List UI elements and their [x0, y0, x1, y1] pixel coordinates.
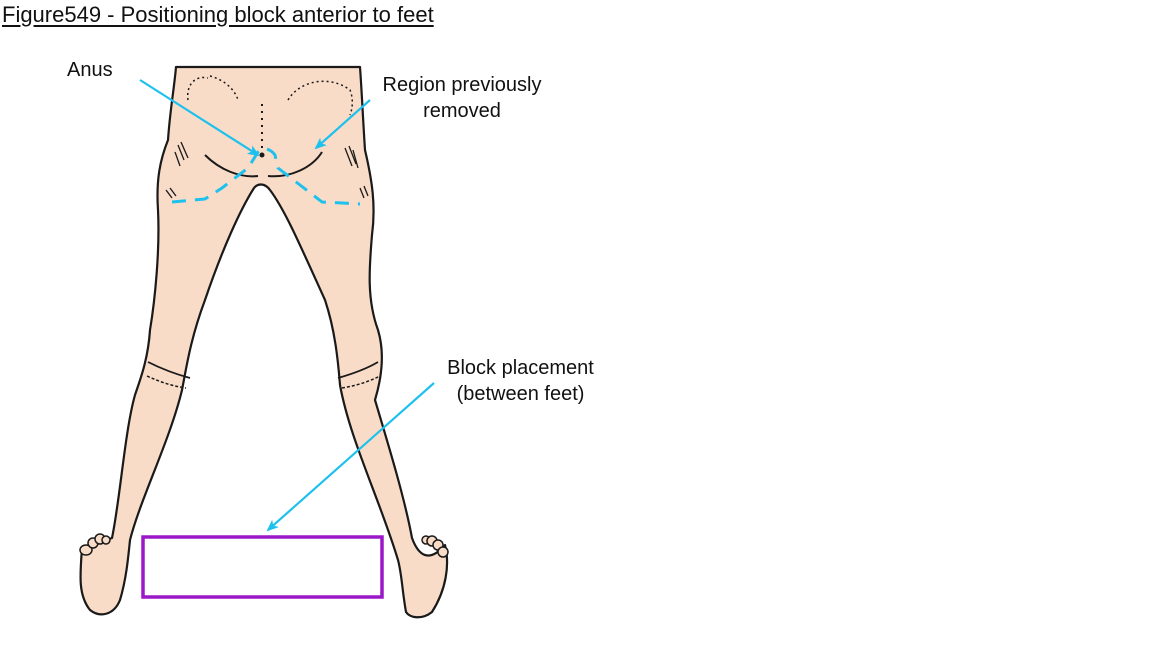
- anus-label-text: Anus: [67, 59, 113, 81]
- block-placement-label: Block placement (between feet): [434, 355, 607, 407]
- figure-title: Figure549 - Positioning block anterior t…: [2, 2, 434, 27]
- knee-crease-left-lower: [146, 375, 187, 389]
- knee-crease-left: [147, 361, 191, 379]
- region-label-line1: Region previously: [382, 74, 542, 96]
- gluteal-fold-right: [267, 151, 323, 178]
- toes-left: [79, 533, 111, 556]
- body-illustration: [79, 65, 449, 619]
- anus-arrow: [139, 79, 260, 157]
- knee-crease-right-lower: [341, 375, 381, 389]
- body-silhouette: [79, 65, 449, 619]
- anus-dot: [259, 152, 265, 158]
- buttock-curve-right: [287, 80, 354, 116]
- hip-hatching-right: [344, 145, 369, 199]
- block-arrow: [266, 382, 435, 532]
- gluteal-fold-left: [204, 154, 259, 178]
- toes-right: [421, 535, 449, 558]
- buttock-curve-top-left: [209, 75, 239, 101]
- region-label-line2: removed: [423, 100, 501, 122]
- block-label-line1: Block placement: [447, 357, 594, 379]
- anus-label: Anus: [67, 57, 113, 83]
- region-removed-label: Region previously removed: [372, 72, 552, 124]
- block-placement-rect: [141, 535, 384, 599]
- region-arrow: [314, 99, 371, 150]
- block-label-line2: (between feet): [456, 383, 585, 405]
- hip-hatching-left: [165, 141, 189, 199]
- knee-crease-right: [337, 361, 379, 379]
- removed-region-outline: [171, 147, 361, 206]
